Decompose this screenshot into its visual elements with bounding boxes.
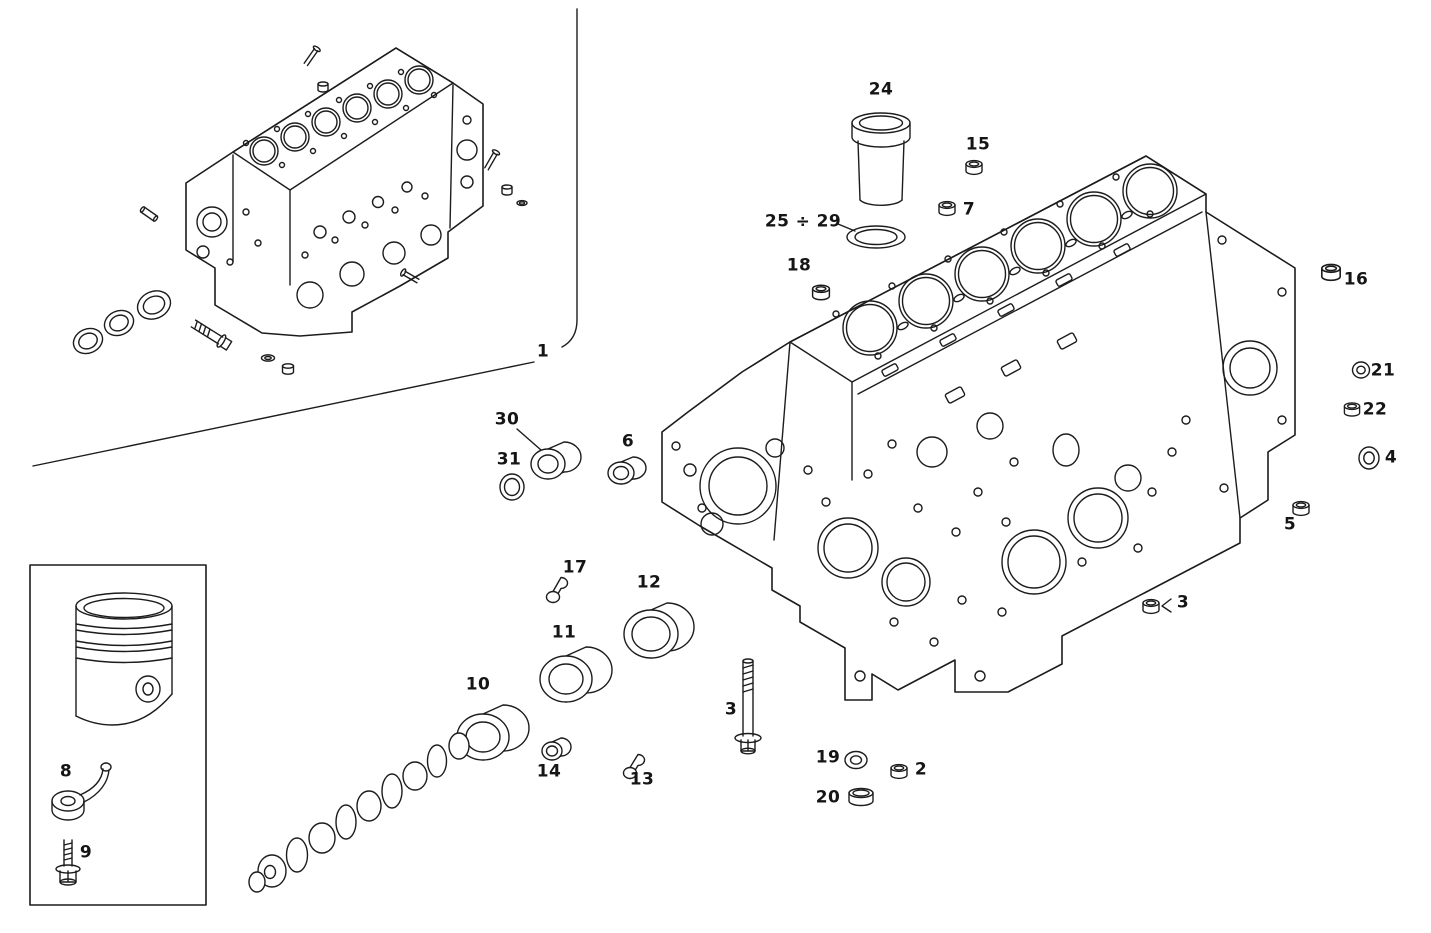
bushing-10-part — [456, 704, 530, 761]
part-label-13: 13 — [629, 769, 655, 790]
plug-15-part — [965, 159, 983, 176]
part-label-6: 6 — [621, 431, 635, 452]
part-label-20: 20 — [815, 787, 841, 808]
stud-part — [190, 319, 233, 351]
part-label-3: 3 — [724, 699, 738, 720]
leader-line-25-29 — [837, 223, 856, 232]
part-label-7: 7 — [962, 199, 976, 220]
part-label-5: 5 — [1283, 514, 1297, 535]
part-label-24: 24 — [868, 79, 894, 100]
part-label-3-alt: 3 — [1176, 592, 1190, 613]
part-label-22: 22 — [1362, 399, 1388, 420]
part-label-11: 11 — [551, 622, 577, 643]
assembly-1-leader-lines — [32, 8, 578, 467]
seal-ring-4-part — [1358, 446, 1380, 470]
part-label-30: 30 — [494, 409, 520, 430]
part-label-18: 18 — [786, 255, 812, 276]
part-label-19: 19 — [815, 747, 841, 768]
plug-3-part — [1142, 598, 1160, 615]
ring-12-part — [623, 602, 695, 659]
cup-plug-20-part — [848, 787, 874, 807]
engine-block-large-drawing — [661, 155, 1296, 701]
engine-block-small-drawing — [185, 47, 484, 337]
part-label-10: 10 — [465, 674, 491, 695]
part-label-12: 12 — [636, 572, 662, 593]
leader-line-30 — [516, 428, 542, 451]
plug-7-part — [938, 200, 956, 217]
plug-2-part — [890, 763, 908, 780]
part-label-8: 8 — [59, 761, 73, 782]
pin-13-part — [622, 753, 646, 780]
bolt-3-part — [734, 658, 762, 755]
bushing-30-part — [516, 428, 582, 480]
part-label-14: 14 — [536, 761, 562, 782]
oil-jet-8-part — [51, 762, 112, 821]
bolt-9-part — [55, 839, 81, 886]
part-label-16: 16 — [1343, 269, 1369, 290]
camshaft-drawing — [248, 732, 470, 893]
part-label-15: 15 — [965, 134, 991, 155]
ring-31-part — [499, 473, 525, 501]
piston-detail-box — [29, 564, 207, 906]
small-block-loose-parts — [72, 45, 528, 375]
part-label-17: 17 — [562, 557, 588, 578]
washer-21-part — [1351, 361, 1371, 379]
part-label-2: 2 — [914, 759, 928, 780]
cylinder-liner-part — [851, 112, 911, 206]
part-label-25-29: 25 ÷ 29 — [764, 211, 842, 232]
plug-22-part — [1343, 402, 1361, 417]
plug-18-part — [811, 284, 831, 301]
part-label-31: 31 — [496, 449, 522, 470]
part-label-1: 1 — [536, 341, 550, 362]
bushing-11-part — [539, 646, 613, 703]
bushing-6-part — [607, 456, 647, 485]
plug-16-part — [1320, 263, 1342, 282]
plug-5-part — [1292, 500, 1310, 517]
bushing-14-part — [541, 737, 572, 761]
piston-drawing — [75, 592, 173, 726]
pointer-3-arrow — [1161, 598, 1172, 613]
washer-19-part — [844, 750, 868, 770]
liner-seal-ring-part — [837, 223, 906, 249]
pin-17-part — [545, 576, 569, 604]
part-label-21: 21 — [1370, 360, 1396, 381]
part-label-9: 9 — [79, 842, 93, 863]
part-label-4: 4 — [1384, 447, 1398, 468]
